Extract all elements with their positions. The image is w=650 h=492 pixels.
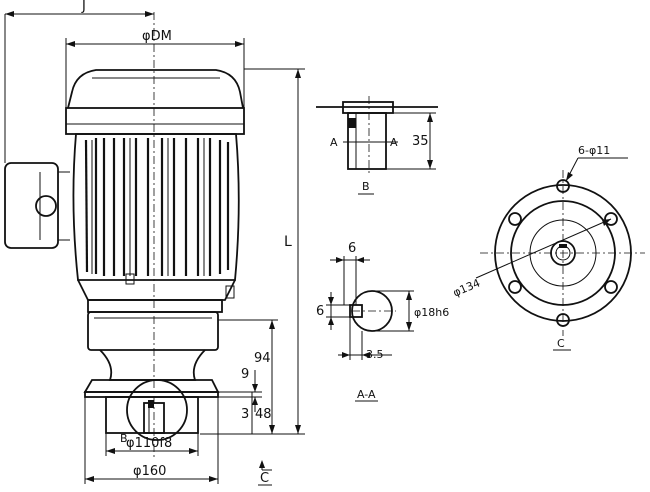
label-6-left: 6 bbox=[316, 304, 324, 319]
label-110f8: φ110f8 bbox=[126, 436, 172, 451]
bolt-holes bbox=[508, 179, 618, 327]
label-18h6: φ18h6 bbox=[414, 306, 449, 319]
label-dm: φDM bbox=[142, 29, 172, 44]
cable-gland bbox=[35, 195, 57, 217]
dim-j: J bbox=[4, 0, 154, 163]
label-b-main: B bbox=[120, 432, 128, 445]
end-shield bbox=[87, 299, 223, 313]
detail-b-view: A A 35 B bbox=[316, 96, 438, 195]
cooling-fins bbox=[84, 138, 230, 276]
label-6-top: 6 bbox=[348, 241, 356, 256]
detail-circle-b bbox=[126, 379, 188, 441]
label-section-aa: A-A bbox=[357, 388, 376, 401]
dim-flange-heights: 94 9 3 48 bbox=[218, 319, 278, 434]
label-b-detail: B bbox=[362, 180, 370, 193]
label-134: φ134 bbox=[451, 276, 482, 299]
label-48: 48 bbox=[255, 407, 272, 422]
label-holes: 6-φ11 bbox=[578, 144, 610, 157]
label-9: 9 bbox=[241, 367, 249, 382]
dim-110: φ110f8 bbox=[105, 433, 199, 456]
label-j: J bbox=[81, 0, 86, 14]
flange-plate bbox=[87, 311, 219, 351]
motor-front-view bbox=[4, 12, 245, 460]
label-a-right: A bbox=[390, 136, 398, 149]
dim-160: φ160 bbox=[84, 397, 219, 484]
label-3-5: 3.5 bbox=[366, 348, 384, 361]
view-c-arrow: C bbox=[258, 460, 272, 486]
label-35: 35 bbox=[412, 134, 429, 149]
stator-frame bbox=[72, 133, 240, 281]
fan-cover bbox=[67, 69, 244, 109]
label-view-c: C bbox=[557, 337, 565, 350]
label-3: 3 bbox=[241, 407, 249, 422]
mounting-flange bbox=[83, 379, 220, 393]
label-l: L bbox=[284, 234, 292, 250]
label-160: φ160 bbox=[133, 464, 166, 479]
label-94: 94 bbox=[254, 351, 271, 366]
terminal-box bbox=[4, 162, 59, 249]
label-c-arrow: C bbox=[260, 471, 269, 486]
view-c-flange: 6-φ11 φ134 C bbox=[451, 144, 645, 351]
section-aa-view: 6 6 φ18h6 3.5 A-A bbox=[316, 241, 449, 402]
label-a-left: A bbox=[330, 136, 338, 149]
bracket-neck bbox=[99, 349, 206, 381]
dim-dm: φDM bbox=[65, 29, 245, 108]
